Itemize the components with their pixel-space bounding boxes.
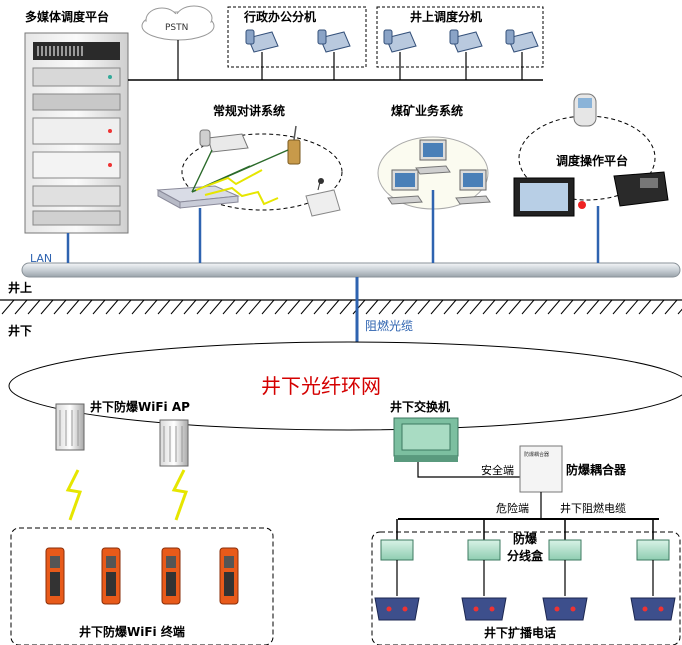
alarm-light-icon [578,201,586,209]
below-ground-label: 井下 [8,323,32,338]
well-branch-label: 井上调度分机 [410,9,482,24]
safe-end-label: 安全端 [481,463,514,477]
fiber-ring [8,341,682,431]
broadcast-speaker-icon [630,597,676,621]
broadcast-label: 井下扩播电话 [484,625,556,640]
lan-bus [21,262,681,278]
desk-phone-icon [383,29,417,80]
wifi-terminal-icon [45,547,65,605]
junction-boxes-and-speakers [374,519,676,621]
intercom-wireless-bolt [195,169,263,191]
wifi-terminal-icon [219,547,239,605]
dispatch-console-label: 调度操作平台 [556,153,628,168]
well-branch-box [376,6,544,68]
mobile-phone-icon [573,93,597,127]
broadcast-speaker-icon [542,597,588,621]
desk-phone-icon [317,29,351,80]
above-ground-label: 井上 [8,280,32,295]
computer-icon [415,139,451,175]
switch-label: 井下交换机 [390,399,450,414]
desk-phone-icon [449,29,483,80]
junction-box-icon [636,519,670,596]
branch-phones [245,29,539,80]
underground-switch-icon [393,417,459,462]
coupler-plate-text: 防爆耦合器 [524,451,549,458]
coupler-label: 防爆耦合器 [566,462,627,477]
wifi-link-bolt-1 [65,469,83,521]
ground-line [0,299,682,315]
broadcast-box [371,531,681,645]
wifi-terminal-label: 井下防爆WiFi 终端 [79,624,185,639]
admin-branch-label: 行政办公分机 [243,9,316,24]
intercom-desk-phone-icon [199,129,249,153]
lan-label: LAN [30,252,52,265]
desk-phone-icon [245,29,279,80]
broadcast-speaker-icon [374,597,420,621]
computer-icon [387,169,423,205]
ring-title: 井下光纤环网 [261,374,381,398]
intercom-wireless-bolt-2 [204,186,279,206]
danger-end-label: 危险端 [496,501,529,515]
ip-phone-icon [613,171,669,207]
wifi-ap-1-icon [55,403,85,451]
wifi-terminal-icon [101,547,121,605]
wifi-link-bolt-2 [171,469,189,521]
touch-screen-terminal-icon [513,177,575,217]
broadcast-speaker-icon [461,597,507,621]
intercom-switch-icon [156,185,240,209]
junction-box-icon [548,519,582,596]
junction-label-line1: 防爆 [513,531,538,546]
junction-box-icon [380,519,414,596]
coal-business-computers [387,139,491,205]
intercom-speaker-icon [305,178,341,217]
wifi-ap-label: 井下防爆WiFi AP [90,399,190,414]
coupler-box-icon: 防爆耦合器 [519,445,563,493]
wifi-terminal-box [10,527,274,645]
intercom-label: 常规对讲系统 [213,103,285,118]
pstn-cloud-icon [141,5,215,41]
desk-phone-icon [505,29,539,80]
pstn-label: PSTN [165,23,188,33]
wifi-ap-2-icon [159,419,189,467]
media-platform-rack [24,32,129,234]
intercom-handset-icon [287,125,301,165]
cable-top-label: 阻燃光缆 [365,318,413,333]
coal-business-label: 煤矿业务系统 [391,103,463,118]
intercom-dashed-ellipse [181,133,343,211]
junction-box-icon [467,519,501,596]
cable-bottom-label: 井下阻燃电缆 [560,501,626,515]
wifi-terminal-icon [161,547,181,605]
admin-branch-box [227,6,367,68]
wifi-terminals [45,547,239,605]
media-platform-label: 多媒体调度平台 [25,9,109,24]
junction-label-line2: 分线盒 [507,548,544,563]
computer-icon [455,169,491,205]
